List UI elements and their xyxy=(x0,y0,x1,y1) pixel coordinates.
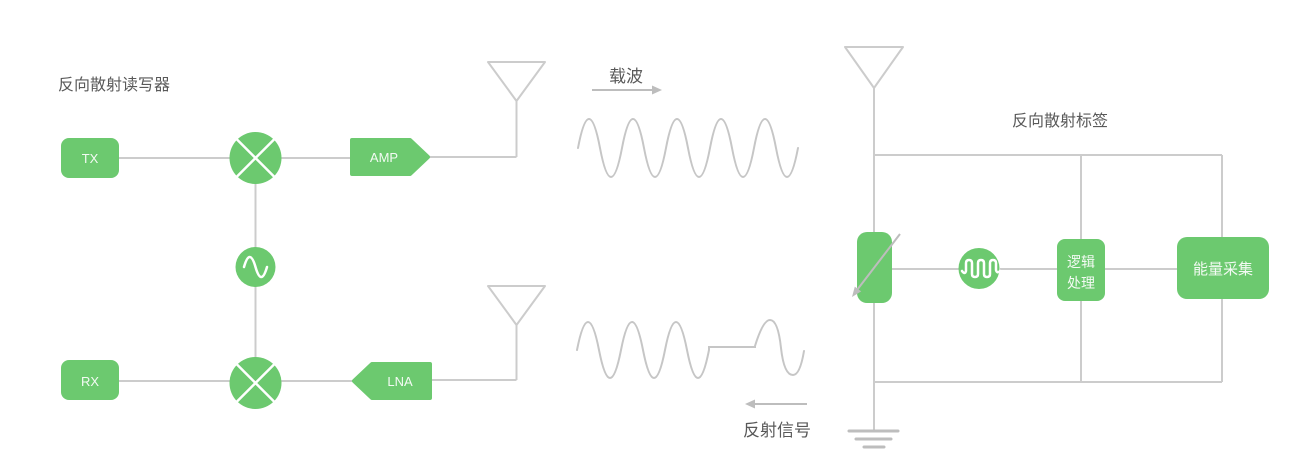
lna-shape xyxy=(352,362,432,400)
amp-shape xyxy=(350,138,430,176)
energy-box xyxy=(1177,237,1269,299)
tx-label: TX xyxy=(82,151,99,166)
reader-section: 反向散射读写器 TX RX xyxy=(58,61,546,409)
amp-block: AMP xyxy=(350,138,430,176)
lna-label: LNA xyxy=(387,374,413,389)
tx-block: TX xyxy=(61,138,119,178)
modulator-icon xyxy=(958,248,1002,289)
logic-box xyxy=(1057,239,1105,301)
tag-title: 反向散射标签 xyxy=(1012,112,1108,130)
reflected-label: 反射信号 xyxy=(743,421,811,440)
ground-icon xyxy=(847,429,900,449)
reader-antenna-bottom-icon xyxy=(487,285,546,380)
tx-box xyxy=(61,138,119,178)
carrier-wave xyxy=(577,118,799,178)
energy-block: 能量采集 xyxy=(1177,237,1269,299)
reader-antenna-top-icon xyxy=(487,61,546,157)
tag-antenna-icon xyxy=(844,46,904,232)
lna-block: LNA xyxy=(352,362,432,400)
reader-title: 反向散射读写器 xyxy=(58,76,170,94)
mixer-bottom-icon xyxy=(229,357,282,409)
rx-box xyxy=(61,360,119,400)
energy-label: 能量采集 xyxy=(1193,261,1253,278)
mixer-top-icon xyxy=(229,132,282,184)
logic-block: 逻辑 处理 xyxy=(1057,239,1105,301)
impedance-switch-icon xyxy=(852,232,901,303)
logic-label-line1: 逻辑 xyxy=(1067,254,1095,270)
reflected-arrow-left-icon xyxy=(745,399,807,409)
carrier-arrow-right-icon xyxy=(592,85,662,95)
reflected-wave xyxy=(576,318,805,379)
tag-section: 反向散射标签 逻辑 处理 xyxy=(844,46,1269,449)
carrier-label: 载波 xyxy=(609,67,643,86)
amp-label: AMP xyxy=(370,150,398,165)
rx-block: RX xyxy=(61,360,119,400)
rx-label: RX xyxy=(81,374,99,389)
channel-section: 载波 反射信号 xyxy=(576,67,811,440)
oscillator-icon xyxy=(235,247,276,287)
logic-label-line2: 处理 xyxy=(1067,275,1095,291)
